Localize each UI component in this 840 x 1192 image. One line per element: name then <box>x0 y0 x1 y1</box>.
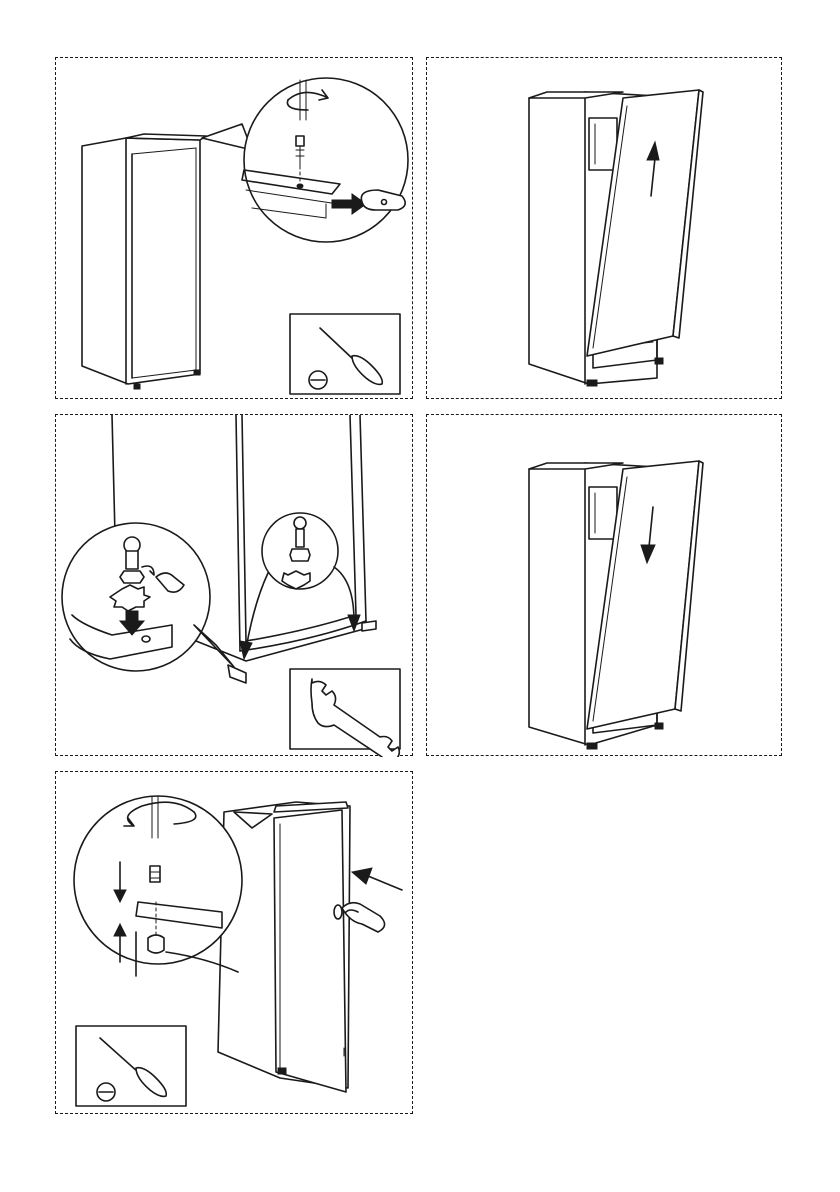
step-1-panel <box>55 57 413 399</box>
step-4-panel <box>426 414 782 756</box>
top-hinge-fix-magnifier <box>74 796 242 976</box>
fridge-closed <box>82 134 206 389</box>
arrow-push-left <box>352 868 402 890</box>
tool-box-wrench <box>290 669 400 757</box>
top-hinge-magnifier <box>242 78 408 242</box>
step-2-panel <box>426 57 782 399</box>
step-3-panel <box>55 414 413 756</box>
tool-box-screwdriver <box>290 314 400 394</box>
fridge-door-closing <box>218 802 350 1092</box>
step-5-drawing <box>56 772 414 1115</box>
step-2-drawing <box>427 58 783 400</box>
step-3-drawing <box>56 415 414 757</box>
small-magnifier-pin <box>240 513 360 659</box>
tool-box-screwdriver <box>76 1026 186 1106</box>
step-1-drawing <box>56 58 414 400</box>
bottom-hinge-magnifier <box>62 523 210 671</box>
step-5-panel <box>55 771 413 1114</box>
step-4-drawing <box>427 415 783 757</box>
